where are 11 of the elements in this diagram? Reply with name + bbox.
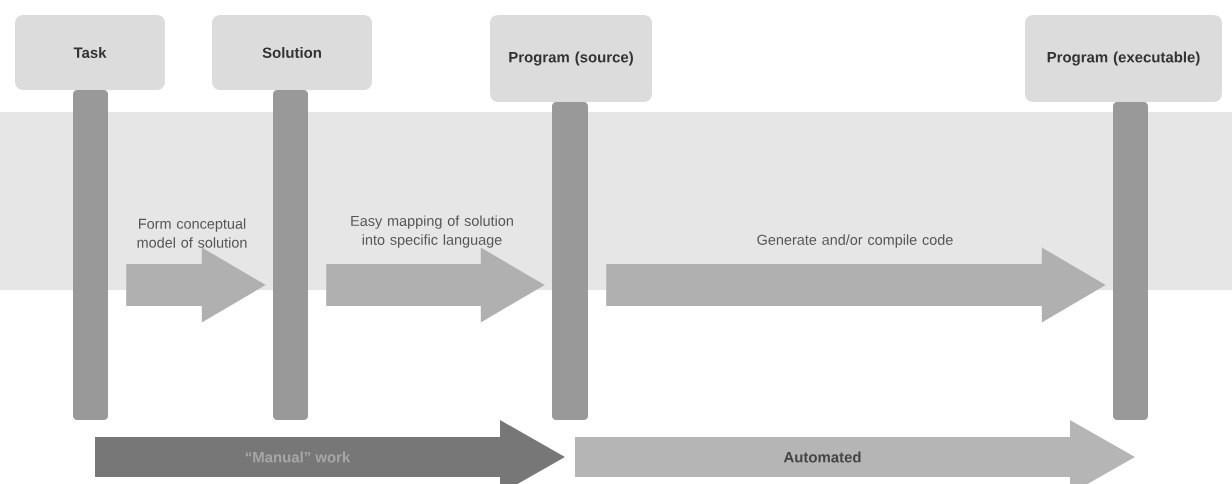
column-bar (73, 90, 108, 420)
column-bar (552, 102, 588, 420)
edge-label: Generate and/or compile code (757, 234, 953, 248)
edge-label: Form conceptual model of solution (137, 218, 247, 248)
edge-label: Easy mapping of solution into specific language (351, 215, 513, 248)
header-box: Task (15, 15, 165, 90)
header-box: Solution (212, 15, 372, 90)
header-box: Program (source) (490, 15, 652, 102)
column-bar (1113, 102, 1148, 420)
column-bar (273, 90, 308, 420)
header-box: Program (executable) (1025, 15, 1222, 102)
